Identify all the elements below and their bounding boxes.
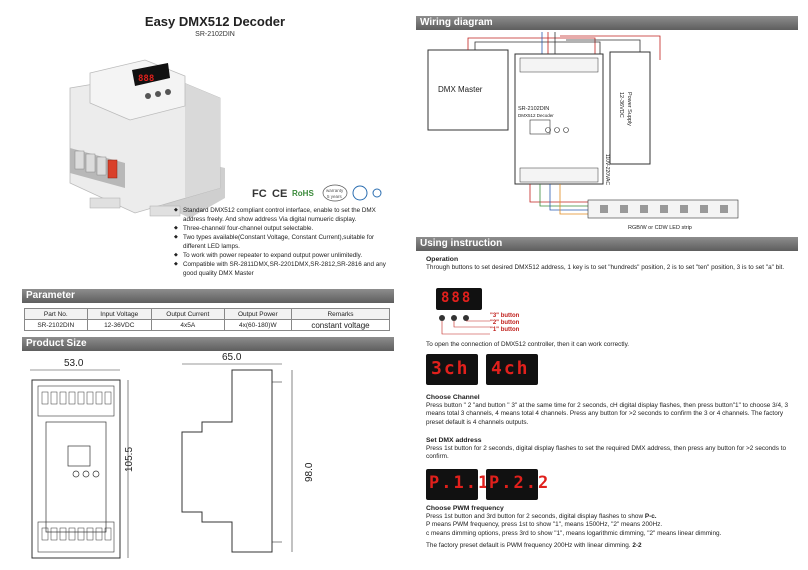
warranty-bottom: 5 years [327, 194, 343, 199]
wiring-heading: Wiring diagram [416, 16, 798, 30]
factory-default-block: The factory preset default is PWM freque… [426, 542, 792, 550]
instruction-heading-text: Using instruction [420, 238, 503, 249]
pwm-block: Choose PWM frequency Press 1st button an… [426, 505, 792, 538]
address-display-digits: 888 [441, 290, 473, 306]
cell-remarks: constant voltage [291, 319, 390, 331]
cell-output-current: 4x5A [150, 319, 225, 331]
width-side-label: 65.0 [222, 352, 242, 363]
ac-input-label: 110V-220VAC [604, 154, 610, 185]
pwm-title: Choose PWM frequency [426, 505, 504, 512]
table-row: SR-2102DIN 12-36VDC 4x5A 4x(60-180)W con… [24, 319, 390, 331]
col-part-no: Part No. [24, 308, 88, 320]
device-name-label: DMX512 Decoder [518, 113, 554, 118]
certification-icons: FC CE RoHS warranty 5 years [252, 184, 382, 202]
feature-list: Standard DMX512 compliant control interf… [174, 206, 394, 278]
product-photo: 888 [69, 59, 225, 218]
width-front-label: 53.0 [64, 358, 84, 369]
cell-input-voltage: 12-36VDC [86, 319, 152, 331]
table-header-row: Part No. Input Voltage Output Current Ou… [24, 308, 390, 320]
button-pointers [439, 315, 490, 335]
operation-title: Operation [426, 256, 459, 263]
feature-item: Compatible with SR-2811DMX,SR-2201DMX,SR… [174, 260, 394, 278]
rohs-mark: RoHS [292, 189, 314, 198]
pwm-line1-text: Press 1st button and 3rd button for 2 se… [426, 513, 644, 521]
pwm-display-1-digits: P.1.1 [429, 473, 491, 493]
button-labels: "3" button "2" button "1" button [490, 313, 519, 334]
wiring-diagram: DMX Master SR-2102DIN DMX512 Decoder Pow… [427, 32, 739, 231]
model-subtitle: SR-2102DIN [195, 31, 235, 38]
pwm-display-2: P.2.2 [486, 469, 548, 500]
channel-display-3: 3ch [426, 354, 478, 385]
col-remarks: Remarks [291, 308, 390, 320]
button-3-label: "3" button [490, 313, 520, 319]
pwm-line3: c means dimming options, press 3rd to sh… [426, 529, 722, 537]
address-title: Set DMX address [426, 437, 482, 444]
pwm-display-2-digits: P.2.2 [489, 473, 551, 493]
open-connection-text: To open the connection of DMX512 control… [426, 341, 630, 348]
channel-display-4-digits: 4ch [491, 358, 530, 379]
product-size-heading-text: Product Size [26, 338, 87, 349]
address-text: Press 1st button for 2 seconds, digital … [426, 445, 787, 461]
feature-item: Three-channel/ four-channel output selec… [174, 224, 394, 233]
operation-text: Through buttons to set desired DMX512 ad… [426, 264, 785, 272]
ce-mark: CE [272, 188, 287, 200]
address-display: 888 [436, 288, 482, 310]
parameter-table: Part No. Input Voltage Output Current Ou… [24, 308, 390, 331]
dimension-drawing: 53.0 105.5 65.0 98.0 [30, 352, 315, 559]
power-supply-label: Power Supply [626, 92, 632, 126]
address-block: Set DMX address Press 1st button for 2 s… [426, 437, 792, 462]
channel-display-3-digits: 3ch [431, 358, 470, 379]
col-output-power: Output Power [223, 308, 293, 320]
col-input-voltage: Input Voltage [86, 308, 152, 320]
button-2-label: "2" button [490, 320, 520, 326]
col-output-current: Output Current [150, 308, 225, 320]
product-size-heading: Product Size [22, 337, 394, 351]
channel-title: Choose Channel [426, 394, 480, 401]
channel-display-4: 4ch [486, 354, 538, 385]
dmx-master-label: DMX Master [438, 85, 483, 94]
cell-output-power: 4x(60-180)W [223, 319, 293, 331]
factory-default-code: 2-2 [632, 542, 642, 549]
operation-block: Operation Through buttons to set desired… [426, 256, 792, 272]
cell-part-no: SR-2102DIN [24, 319, 88, 331]
height-front-label: 105.5 [124, 447, 135, 472]
device-model-label: SR-2102DIN [518, 106, 549, 112]
pwm-line1: Press 1st button and 3rd button for 2 se… [426, 513, 792, 521]
pwm-display-1: P.1.1 [426, 469, 488, 500]
factory-default-text: The factory preset default is PWM freque… [426, 542, 631, 549]
height-side-label: 98.0 [304, 462, 315, 482]
parameter-heading: Parameter [22, 289, 394, 303]
svg-text:888: 888 [138, 74, 154, 84]
feature-item: To work with power repeater to expand ou… [174, 251, 394, 260]
instruction-heading: Using instruction [416, 237, 798, 251]
pwm-line1-code: P-c. [644, 513, 657, 521]
channel-text: Press button " 2 "and button " 3" at the… [426, 402, 789, 426]
channel-block: Choose Channel Press button " 2 "and but… [426, 394, 792, 427]
feature-item: Two types available(Constant Voltage, Co… [174, 233, 394, 251]
led-strip-label: RGB/W or CDW LED strip [628, 225, 692, 231]
pwm-line2: P means PWM frequency, press 1st to show… [426, 521, 663, 529]
button-1-label: "1" button [490, 327, 520, 333]
warranty-top: warranty [326, 188, 344, 193]
power-supply-voltage: 12-36VDC [618, 92, 624, 118]
feature-item: Standard DMX512 compliant control interf… [174, 206, 394, 224]
fc-mark: FC [252, 188, 267, 200]
wiring-heading-text: Wiring diagram [420, 17, 493, 28]
parameter-heading-text: Parameter [26, 290, 75, 301]
open-connection-block: To open the connection of DMX512 control… [426, 341, 792, 349]
page-title: Easy DMX512 Decoder [144, 14, 286, 29]
